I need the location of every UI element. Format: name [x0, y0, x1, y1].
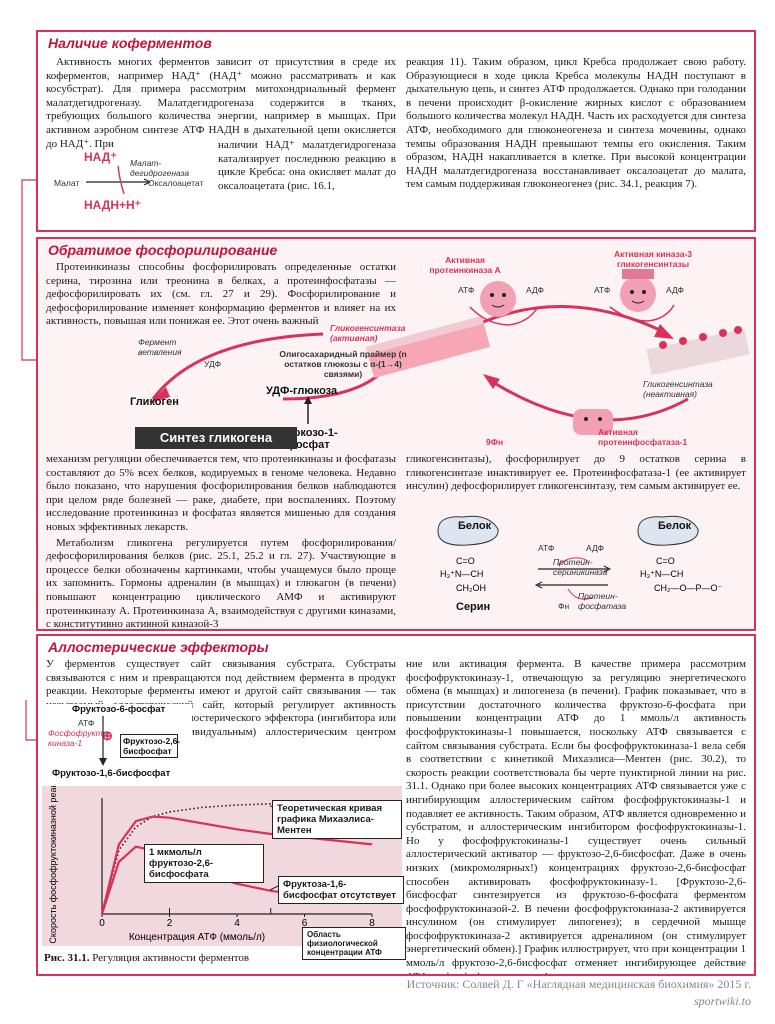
- glycogen-cycle-diagram: [150, 269, 750, 435]
- atp-label-1: АТФ: [458, 285, 475, 295]
- gs-active-label: Гликогенсинтаза (активная): [330, 323, 406, 343]
- legend-physiological-range: Область физиологической концентрации АТФ: [302, 927, 406, 960]
- f6p-label: Фруктозо-6-фосфат: [72, 704, 166, 715]
- pka-label: Активная протеинкиназа А: [429, 255, 501, 275]
- coenzymes-left-text: Активность многих ферментов зависит от п…: [46, 56, 396, 150]
- pp1-label: Активная протеинфосфатаза-1: [598, 427, 688, 447]
- protein-kinase-a-icon: [480, 281, 516, 317]
- ser-kinase-label: Протеин-сериникиназа: [553, 557, 608, 577]
- site-credit: sportwiki.to: [693, 994, 751, 1008]
- section-phosphorylation: Обратимое фосфорилирование Протеинкиназы…: [36, 237, 756, 631]
- section-coenzymes: Наличие коферментов Активность многих фе…: [36, 30, 756, 232]
- svg-text:C=O: C=O: [656, 556, 675, 566]
- x-axis-label: Концентрация АТФ (ммоль/л): [129, 932, 265, 943]
- atp-label-2: АТФ: [594, 285, 611, 295]
- legend-with-f26bp: 1 мкмоль/л фруктозо-2,6-бисфосфата: [144, 844, 264, 883]
- svg-text:H₃⁺N—CH: H₃⁺N—CH: [440, 569, 483, 579]
- pfk-reaction-diagram: Фруктозо-6-фосфат АТФ Фосфофрукто-киназа…: [42, 704, 192, 782]
- f16bp-label: Фруктозо-1,6-бисфосфат: [52, 768, 171, 779]
- enzyme-label: Малат-дегидрогеназа: [130, 158, 190, 178]
- x-tick-label: 0: [99, 918, 105, 929]
- adp-label-3: АДФ: [586, 543, 604, 553]
- phosphorylation-text-top: Протеинкиназы способны фосфорилировать о…: [46, 261, 396, 328]
- coenzymes-left-text-b: наличии НАД⁺ малатдегидрогеназа катализи…: [218, 139, 396, 192]
- coenzymes-right-text: реакция 11). Таким образом, цикл Кребса …: [406, 56, 746, 191]
- caption-text: Регуляция активности ферментов: [92, 952, 250, 964]
- gsk3-icon: [620, 269, 656, 312]
- section-title-coenzymes: Наличие коферментов: [48, 35, 212, 51]
- serine-phosphorylation-diagram: C=O H₃⁺N—CH CH₂OH C=O H₃⁺N—CH CH₂—O—P—O⁻: [437, 515, 722, 600]
- glycogen-synthase-inactive-icon: [646, 326, 750, 376]
- legend-theory: Теоретическая кривая графика Михаэлиса-М…: [272, 800, 402, 839]
- udp-label: УДФ: [204, 359, 222, 369]
- oxaloacetate-label: Оксалоацетат: [148, 178, 204, 188]
- x-tick-label: 8: [369, 918, 375, 929]
- udp-glucose-label: УДФ-глюкоза: [266, 385, 338, 397]
- plus-icon: ⊕: [102, 728, 113, 743]
- caption-number: Рис. 31.1.: [44, 952, 90, 964]
- glycogen-label: Гликоген: [130, 396, 179, 408]
- f26bp-effector-label: Фруктозо-2,6-бисфосфат: [120, 734, 180, 758]
- section-title-allosteric: Аллостерические эффекторы: [48, 639, 269, 655]
- pfk1-label: Фосфофрукто-киназа-1: [48, 728, 111, 748]
- branching-enzyme-label: Фермент ветвления: [138, 337, 182, 357]
- pi-label: 9Фн: [486, 437, 504, 447]
- reaction-arrow-icon: [86, 165, 152, 195]
- source-credit: Источник: Солвей Д. Г «Наглядная медицин…: [406, 977, 751, 991]
- primer-label: Олигосахаридный праймер (n остатков глюк…: [279, 349, 407, 379]
- malate-label: Малат: [54, 178, 80, 188]
- glycogen-synthase-active-icon: [365, 316, 491, 378]
- phosphatase-label: Протеин-фосфатаза: [578, 591, 627, 611]
- protein-label-2: Белок: [658, 520, 692, 532]
- atp-label-4: АТФ: [78, 718, 95, 728]
- legend-without: Фруктоза-1,6-бисфосфат отсутствует: [278, 876, 404, 904]
- phosphorylation-text-bottom-left: механизм регуляции обеспечивается тем, ч…: [46, 453, 396, 631]
- adp-label-1: АДФ: [526, 285, 544, 295]
- section-title-phosphorylation: Обратимое фосфорилирование: [48, 242, 278, 258]
- x-tick-label: 4: [234, 918, 240, 929]
- allosteric-right-text: ние или активация фермента. В качестве п…: [406, 658, 746, 974]
- down-arrow-icon: [99, 716, 107, 766]
- pi-short-label: Фн: [558, 601, 570, 611]
- phosphorylation-text-bottom-right: гликогенсинтазы), фосфорилирует до 9 ост…: [406, 453, 746, 493]
- sidebar-connector-1: [21, 179, 38, 361]
- glycogen-synthesis-badge: Синтез гликогена: [135, 427, 297, 449]
- protein-label-1: Белок: [458, 520, 492, 532]
- serine-label: Серин: [456, 601, 491, 613]
- sidebar-connector-2: [25, 700, 38, 741]
- atp-label-3: АТФ: [538, 543, 555, 553]
- physiological-range-bracket: [169, 908, 272, 915]
- y-axis-label: Скорость фосфофруктокиназной реакции: [48, 786, 58, 944]
- svg-text:CH₂OH: CH₂OH: [456, 583, 486, 593]
- figure-caption: Рис. 31.1. Регуляция активности ферменто…: [44, 952, 249, 964]
- gs-inactive-label: Гликогенсинтаза (неактивная): [643, 379, 713, 399]
- x-tick-label: 2: [167, 918, 173, 929]
- section-allosteric: Аллостерические эффекторы У ферментов су…: [36, 634, 756, 976]
- gsk3-label: Активная киназа-3 гликогенсинтазы: [613, 249, 693, 269]
- x-tick-label: 6: [302, 918, 308, 929]
- svg-text:H₃⁺N—CH: H₃⁺N—CH: [640, 569, 683, 579]
- adp-label-2: АДФ: [666, 285, 684, 295]
- series-line-0: [101, 801, 372, 915]
- nad-label: НАД⁺: [84, 150, 117, 164]
- svg-text:C=O: C=O: [456, 556, 475, 566]
- protein-phosphatase-1-icon: [573, 409, 613, 435]
- nadh-label: НАДН+Н⁺: [84, 198, 141, 212]
- svg-text:CH₂—O—P—O⁻: CH₂—O—P—O⁻: [654, 583, 722, 593]
